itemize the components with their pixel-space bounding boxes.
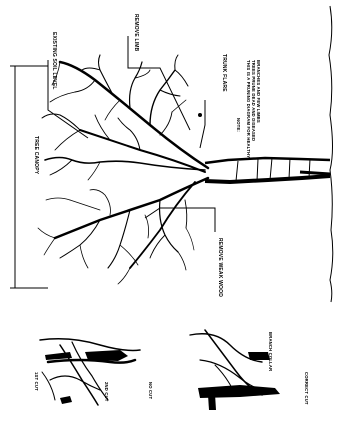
- no-cut-label: NO CUT: [148, 382, 152, 399]
- first-cut-label: 1ST CUT: [34, 372, 38, 391]
- tree-canopy-label: TREE CANOPY: [33, 136, 38, 174]
- canopy-dimension: [10, 66, 48, 288]
- prune-note-line-2: TREES PRUNE DEAD AND DISEASED: [251, 60, 255, 141]
- ground-line: [329, 6, 333, 302]
- prune-note-line-1: THIS IS A PRUNING DIAGRAM FOR HEALTHY: [246, 60, 250, 158]
- cut-detail-right: [190, 330, 270, 395]
- correct-cut-label: CORRECT CUT: [304, 372, 308, 405]
- trunk-flare-marker: [198, 113, 202, 117]
- prune-note-line-3: BRANCHES AND FEW LIMBS: [256, 60, 260, 123]
- canopy-branches: [38, 55, 208, 284]
- second-cut-label: 2ND CUT: [104, 382, 108, 402]
- cut-detail-left: [40, 339, 140, 405]
- remove-weak-wood-label: REMOVE WEAK WOOD: [217, 238, 222, 297]
- trunk: [205, 158, 330, 182]
- remove-limb-label: REMOVE LIMB: [133, 14, 138, 51]
- trunk-flare-label: TRUNK FLARE: [221, 54, 226, 92]
- prune-note-title: NOTE:: [236, 118, 240, 132]
- existing-soil-level-label: EXISTING SOIL LEVEL: [51, 32, 56, 90]
- branch-collar-label: BRANCH COLLAR: [268, 332, 272, 371]
